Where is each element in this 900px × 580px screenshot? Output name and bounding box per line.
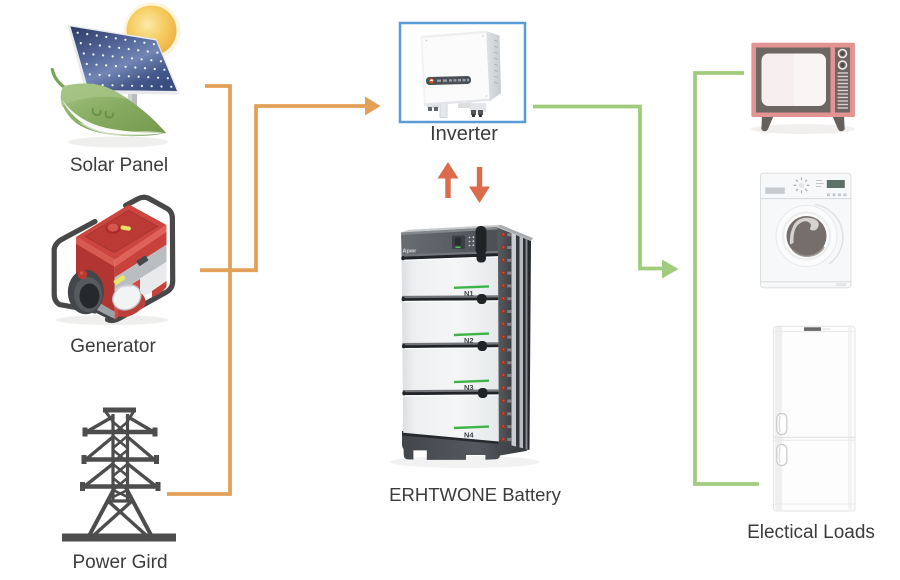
svg-text:Solar Panel: Solar Panel (70, 155, 168, 176)
svg-text:N1: N1 (464, 289, 474, 298)
svg-text:Inverter: Inverter (430, 123, 498, 145)
svg-text:Generator: Generator (70, 336, 156, 357)
svg-text:N2: N2 (464, 336, 474, 345)
svg-text:Apwr: Apwr (403, 249, 418, 255)
svg-text:Power Gird: Power Gird (72, 552, 167, 573)
svg-text:N4: N4 (464, 431, 474, 440)
svg-text:N3: N3 (464, 383, 474, 392)
svg-text:ERHTWONE Battery: ERHTWONE Battery (389, 484, 561, 505)
svg-text:Electical Loads: Electical Loads (747, 522, 875, 543)
